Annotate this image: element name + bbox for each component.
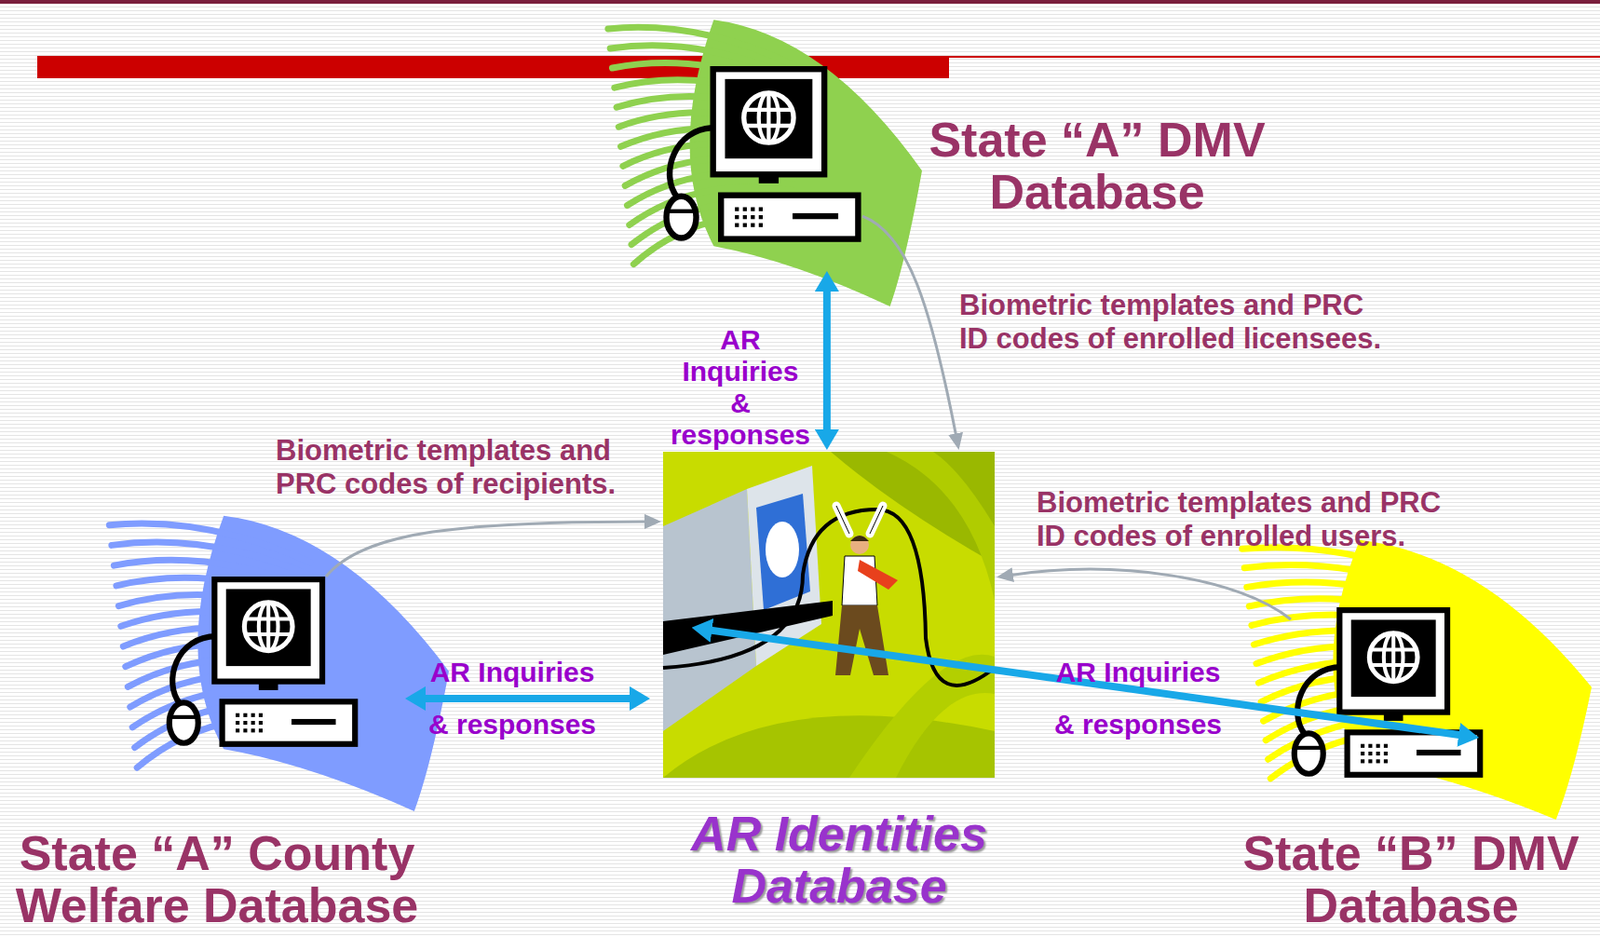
inquiry-arrow: [823, 285, 831, 435]
edge-label: Biometric templates and PRC ID codes of …: [959, 288, 1384, 356]
dmv-database-node: State “B” DMV Database: [1290, 607, 1485, 781]
edge-label: Biometric templates and PRC codes of rec…: [275, 433, 658, 502]
title-rule: [949, 55, 1600, 58]
data-feed-arrow: [325, 521, 649, 577]
node-label: State “A” DMV Database: [910, 113, 1284, 218]
node-label: AR Identities Database: [671, 807, 1007, 912]
edge-label: AR Inquiries & responses: [419, 646, 606, 751]
data-feed-arrow: [862, 216, 957, 437]
edge-label: Biometric templates and PRC ID codes of …: [1036, 486, 1461, 554]
dmv-database-node: State “A” DMV Database: [663, 66, 863, 245]
computer-icon: [169, 579, 355, 745]
top-border: [0, 0, 1600, 4]
node-label: State “B” DMV Database: [1233, 827, 1588, 932]
swoosh-decoration: [108, 19, 1592, 820]
data-feed-arrow: [1009, 569, 1291, 620]
computer-icon: [666, 68, 859, 239]
swoosh: [108, 515, 449, 812]
inquiry-arrow: [420, 694, 636, 703]
welfare-database-node: State “A” County Welfare Database: [162, 576, 363, 750]
computer-icon: [1294, 610, 1480, 775]
edge-label: AR Inquiries & responses: [670, 324, 811, 451]
node-label: State “A” County Welfare Database: [2, 827, 432, 932]
swoosh: [1242, 540, 1592, 820]
identities-database-node: AR Identities Database: [663, 451, 995, 778]
swoosh: [608, 19, 923, 307]
database-clipart: [663, 451, 995, 778]
edge-label: AR Inquiries & responses: [1044, 646, 1232, 751]
